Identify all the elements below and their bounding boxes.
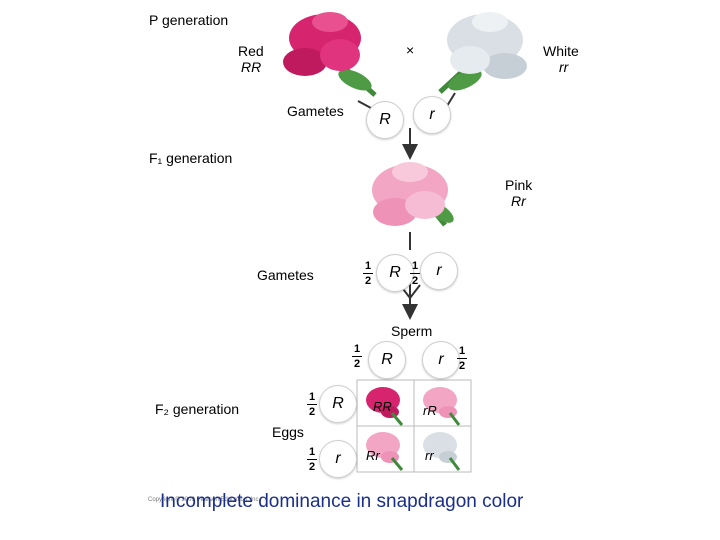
f2-generation-label: F₂ generation [155,401,240,417]
gametes-p-label: Gametes [287,103,344,119]
white-genotype: rr [559,59,569,75]
red-label: Red [238,43,264,59]
white-flower [438,12,527,94]
punnett-cell-top-left: RR [357,380,419,425]
f1-generation-label: F₁ generation [149,150,233,166]
white-label: White [543,43,579,59]
cross-symbol: × [406,42,415,58]
red-genotype: RR [241,59,262,75]
punnett-cell-bottom-left: Rr [357,426,419,471]
red-flower [283,12,377,97]
copyright-text: Copyright © 2009 Pearson Education, Inc. [148,497,261,503]
eggs-label: Eggs [272,424,304,440]
p-generation-label: P generation [149,12,229,28]
punnett-cell-bottom-right: rr [414,426,476,471]
slide-title: Incomplete dominance in snapdragon color [160,491,524,512]
punnett-genotype-rR: rR [423,403,437,418]
gamete-f1-R: R [376,254,414,292]
punnett-grid [356,379,472,473]
punnett-genotype-RR: RR [373,399,392,414]
punnett-flower-pink-1 [423,387,461,426]
gamete-egg-R: R [319,385,357,423]
gametes-f1-label: Gametes [257,267,314,283]
gamete-sperm-r: r [422,341,460,379]
sperm-label: Sperm [391,323,433,339]
pink-label: Pink [505,177,533,193]
pink-genotype: Rr [511,193,526,209]
gamete-p-R: R [366,101,404,139]
punnett-genotype-Rr: Rr [366,448,380,463]
punnett-flower-white [423,432,461,471]
gamete-egg-r: r [319,440,357,478]
pink-flower [372,162,454,227]
gamete-f1-r: r [420,252,458,290]
punnett-flower-rr-red [366,387,404,426]
punnett-flower-pink-2 [366,432,404,471]
punnett-genotype-rr: rr [425,448,434,463]
gamete-p-r: r [413,96,451,134]
punnett-cell-top-right: rR [414,380,476,425]
gamete-sperm-R: R [368,341,406,379]
